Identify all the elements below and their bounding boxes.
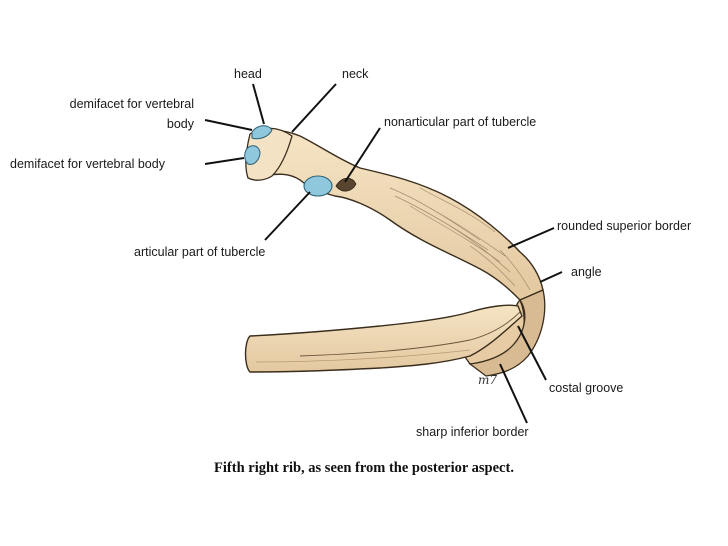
label-head: head [234, 67, 262, 81]
artist-signature: m7 [478, 373, 497, 387]
label-rounded-superior-border: rounded superior border [557, 219, 691, 233]
label-nonarticular-tubercle: nonarticular part of tubercle [384, 115, 536, 129]
label-sharp-inferior-border: sharp inferior border [416, 425, 529, 439]
label-angle: angle [571, 265, 602, 279]
figure-caption: Fifth right rib, as seen from the poster… [0, 460, 728, 477]
label-articular-tubercle: articular part of tubercle [134, 245, 265, 259]
label-demifacet-upper-line1: demifacet for vertebral [70, 97, 194, 111]
label-costal-groove: costal groove [549, 381, 623, 395]
rib-shaft-upper [250, 130, 543, 300]
label-demifacet-lower: demifacet for vertebral body [10, 157, 166, 171]
label-demifacet-upper-line2: body [167, 117, 195, 131]
label-neck: neck [342, 67, 369, 81]
